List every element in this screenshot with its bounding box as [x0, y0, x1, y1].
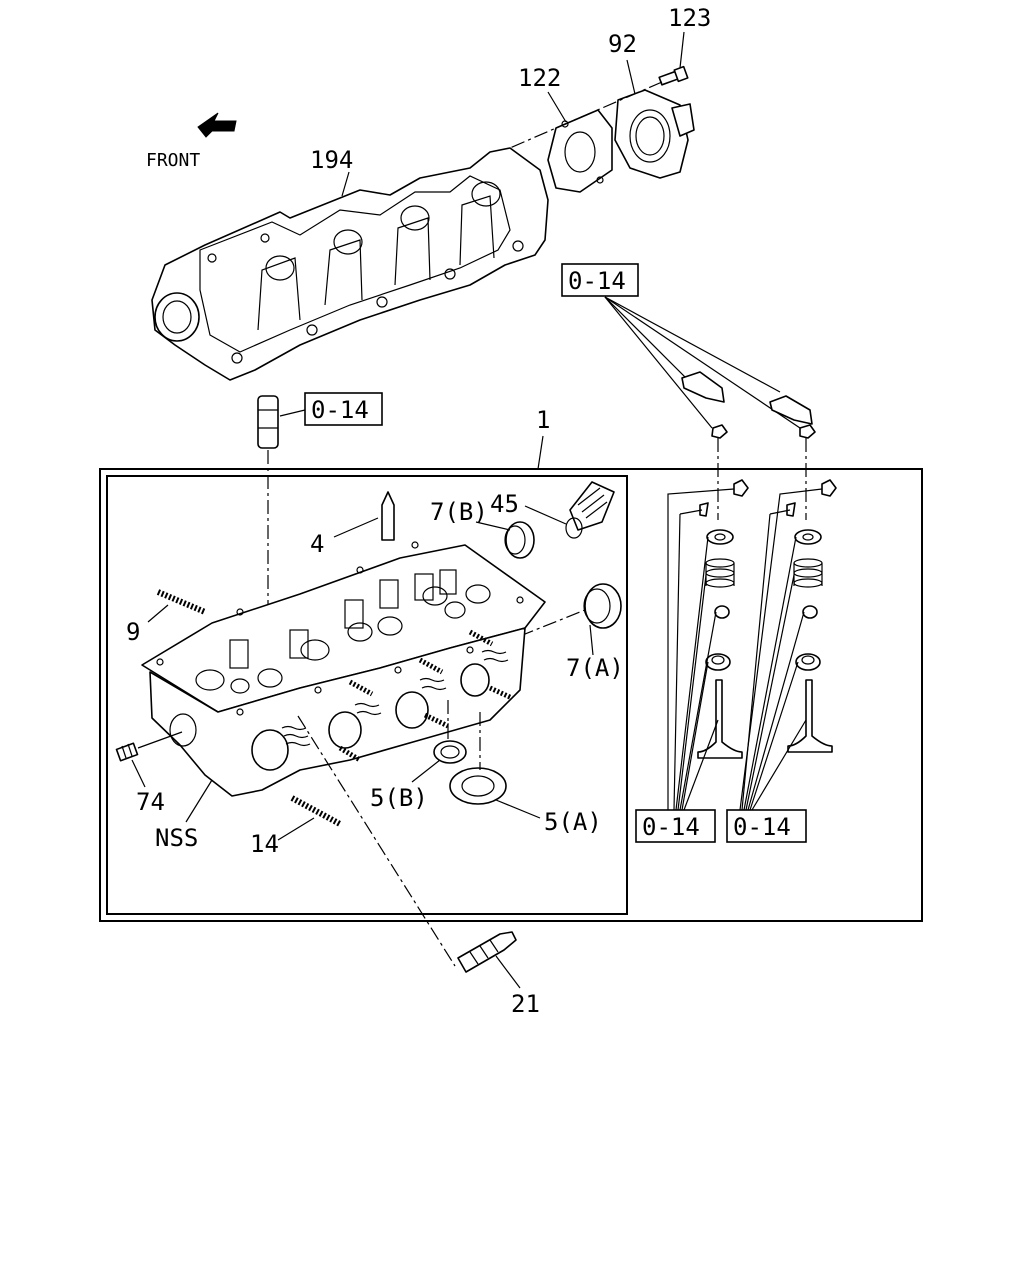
callout-1: 1 — [536, 406, 550, 434]
callout-5a: 5(A) — [544, 808, 602, 836]
callout-7b: 7(B) — [430, 498, 488, 526]
callout-4: 4 — [310, 530, 324, 558]
bolt-123[interactable] — [658, 65, 689, 86]
stud-14[interactable] — [290, 795, 342, 827]
spring-retainer-right[interactable] — [794, 529, 822, 545]
ref-box-bottom-2[interactable] — [726, 809, 807, 843]
spring-seat-right[interactable] — [795, 653, 821, 671]
ref-label-bottom-2: 0-14 — [733, 813, 791, 841]
plug-7a[interactable] — [583, 583, 622, 629]
valve-cap-left[interactable] — [733, 479, 749, 497]
valve-intake[interactable] — [697, 679, 743, 759]
lash-adjuster[interactable] — [257, 395, 279, 449]
callout-9: 9 — [126, 618, 140, 646]
ref-box-top-right[interactable] — [561, 263, 639, 297]
seal-5a[interactable] — [449, 767, 507, 805]
cylinder-head[interactable] — [141, 541, 546, 797]
valve-keeper-small-left[interactable] — [699, 502, 709, 517]
valve-keeper-left[interactable] — [681, 371, 728, 439]
oil-filter-screen[interactable] — [565, 481, 615, 539]
spring-seat-left[interactable] — [705, 653, 731, 671]
callout-92: 92 — [608, 30, 637, 58]
throttle-body[interactable] — [614, 89, 695, 179]
callout-123: 123 — [668, 4, 711, 32]
valve-stem-seal-left[interactable] — [714, 605, 730, 619]
valve-cap-right[interactable] — [821, 479, 837, 497]
valve-spring-left[interactable] — [705, 558, 735, 588]
callout-122: 122 — [518, 64, 561, 92]
spring-retainer-left[interactable] — [706, 529, 734, 545]
throttle-gasket[interactable] — [547, 109, 613, 193]
valve-exhaust[interactable] — [787, 679, 833, 753]
front-label: FRONT — [146, 150, 200, 171]
valve-keeper-right[interactable] — [769, 395, 816, 439]
ref-box-left[interactable] — [304, 392, 383, 426]
callout-194: 194 — [310, 146, 353, 174]
callout-7a: 7(A) — [566, 654, 624, 682]
intake-manifold[interactable] — [151, 147, 549, 381]
callout-14: 14 — [250, 830, 279, 858]
callout-nss: NSS — [155, 824, 198, 852]
valve-stem-seal-right[interactable] — [802, 605, 818, 619]
callout-74: 74 — [136, 788, 165, 816]
cylinder-head-subframe — [106, 475, 628, 915]
plug-74[interactable] — [115, 742, 139, 762]
ref-label-bottom-1: 0-14 — [642, 813, 700, 841]
front-arrow-icon — [197, 112, 237, 138]
valve-spring-right[interactable] — [793, 558, 823, 588]
dowel-pin[interactable] — [381, 491, 395, 541]
callout-21: 21 — [511, 990, 540, 1018]
ref-label-top-right: 0-14 — [568, 267, 626, 295]
callout-45: 45 — [490, 490, 519, 518]
callout-5b: 5(B) — [370, 784, 428, 812]
stud-9[interactable] — [156, 589, 207, 615]
spark-plug[interactable] — [457, 931, 517, 973]
ref-label-left: 0-14 — [311, 396, 369, 424]
seal-5b[interactable] — [433, 740, 467, 764]
plug-7b[interactable] — [504, 521, 535, 559]
assembly-frame — [99, 468, 923, 922]
ref-box-bottom-1[interactable] — [635, 809, 716, 843]
valve-keeper-small-right[interactable] — [786, 502, 796, 517]
